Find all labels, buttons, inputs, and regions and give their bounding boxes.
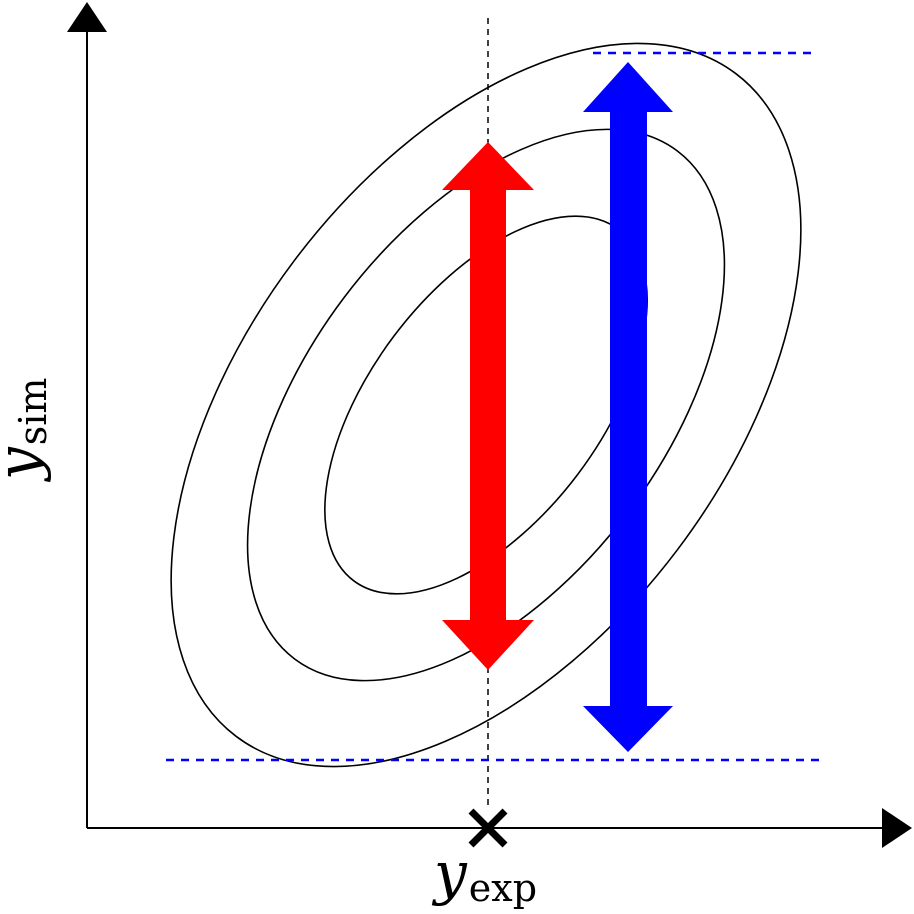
y-axis-label-subscript: sim — [11, 378, 55, 446]
red-arrow-icon — [442, 142, 534, 670]
red-arrow-top-head — [442, 142, 534, 190]
x-axis-label-symbol: y — [431, 839, 468, 907]
y-axis-arrowhead-icon — [67, 2, 107, 32]
y-axis-label: ysim — [0, 378, 55, 483]
x-axis-arrowhead-icon — [882, 808, 912, 848]
blue-arrow-bottom-head — [583, 706, 673, 752]
y-axis-label-symbol: y — [0, 446, 52, 483]
blue-arrow-top-head — [583, 62, 673, 112]
x-axis-label-subscript: exp — [469, 866, 537, 910]
experimental-marker-icon — [468, 808, 508, 848]
blue-arrow-shaft — [610, 105, 647, 715]
red-arrow-shaft — [470, 182, 506, 628]
outer-ellipse — [170, 42, 802, 768]
blue-arrow-icon — [583, 62, 673, 752]
x-axis-label: yexp — [431, 839, 537, 910]
red-arrow-bottom-head — [442, 620, 534, 670]
